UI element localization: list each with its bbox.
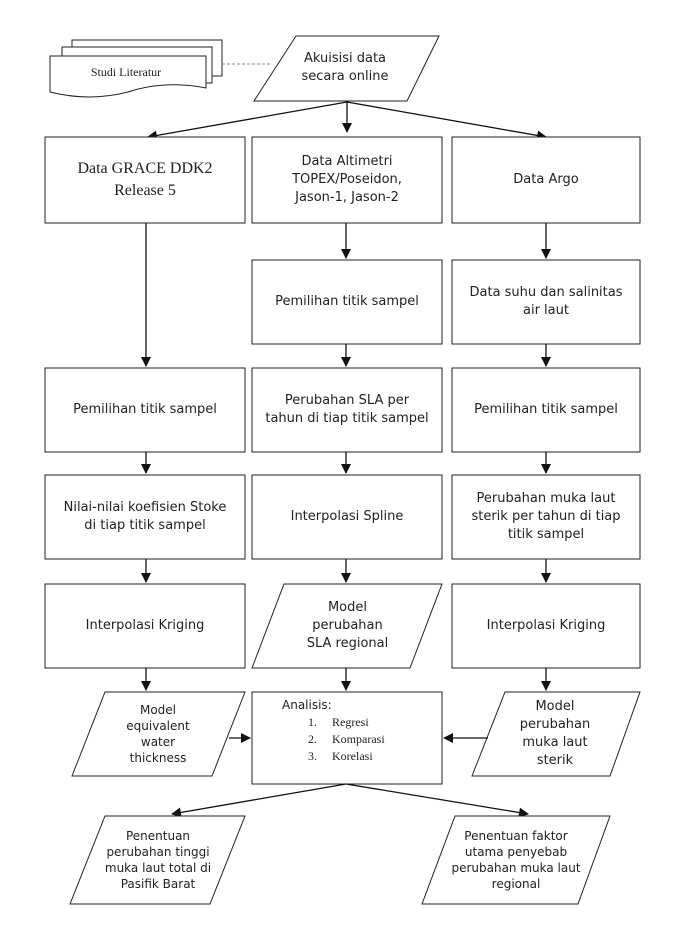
arrow (345, 783, 529, 818)
analisis-box (251, 691, 443, 785)
model-ewt-parallelogram (71, 691, 246, 777)
arrow (346, 101, 547, 141)
studi-literatur-document (49, 39, 223, 98)
suhu-salinitas-box (451, 259, 641, 345)
pemilihan-tengah-box (251, 259, 443, 345)
kriging-kanan-box (451, 583, 641, 669)
analisis-list: 1.Regresi 2.Komparasi 3.Korelasi (308, 714, 385, 765)
kriging-kiri-box (44, 583, 246, 669)
analisis-item: 3.Korelasi (308, 749, 373, 763)
model-sla-parallelogram (251, 583, 443, 669)
analisis-item: 1.Regresi (308, 715, 369, 729)
akuisisi-parallelogram (253, 35, 440, 102)
muka-laut-sterik-box (451, 474, 641, 560)
pemilihan-kanan-box (451, 367, 641, 453)
analisis-item: 2.Komparasi (308, 732, 385, 746)
penentuan-faktor-parallelogram (421, 815, 611, 905)
grace-box (44, 136, 246, 224)
penentuan-tinggi-parallelogram (69, 815, 246, 905)
arrow (171, 783, 347, 818)
arrow (147, 101, 348, 141)
argo-box (451, 136, 641, 224)
interpolasi-spline-box (251, 474, 443, 560)
model-sterik-parallelogram (471, 691, 641, 777)
koefisien-stoke-box (44, 474, 246, 560)
sla-per-tahun-box (251, 367, 443, 453)
altimetri-box (251, 136, 443, 224)
pemilihan-kiri-box (44, 367, 246, 453)
